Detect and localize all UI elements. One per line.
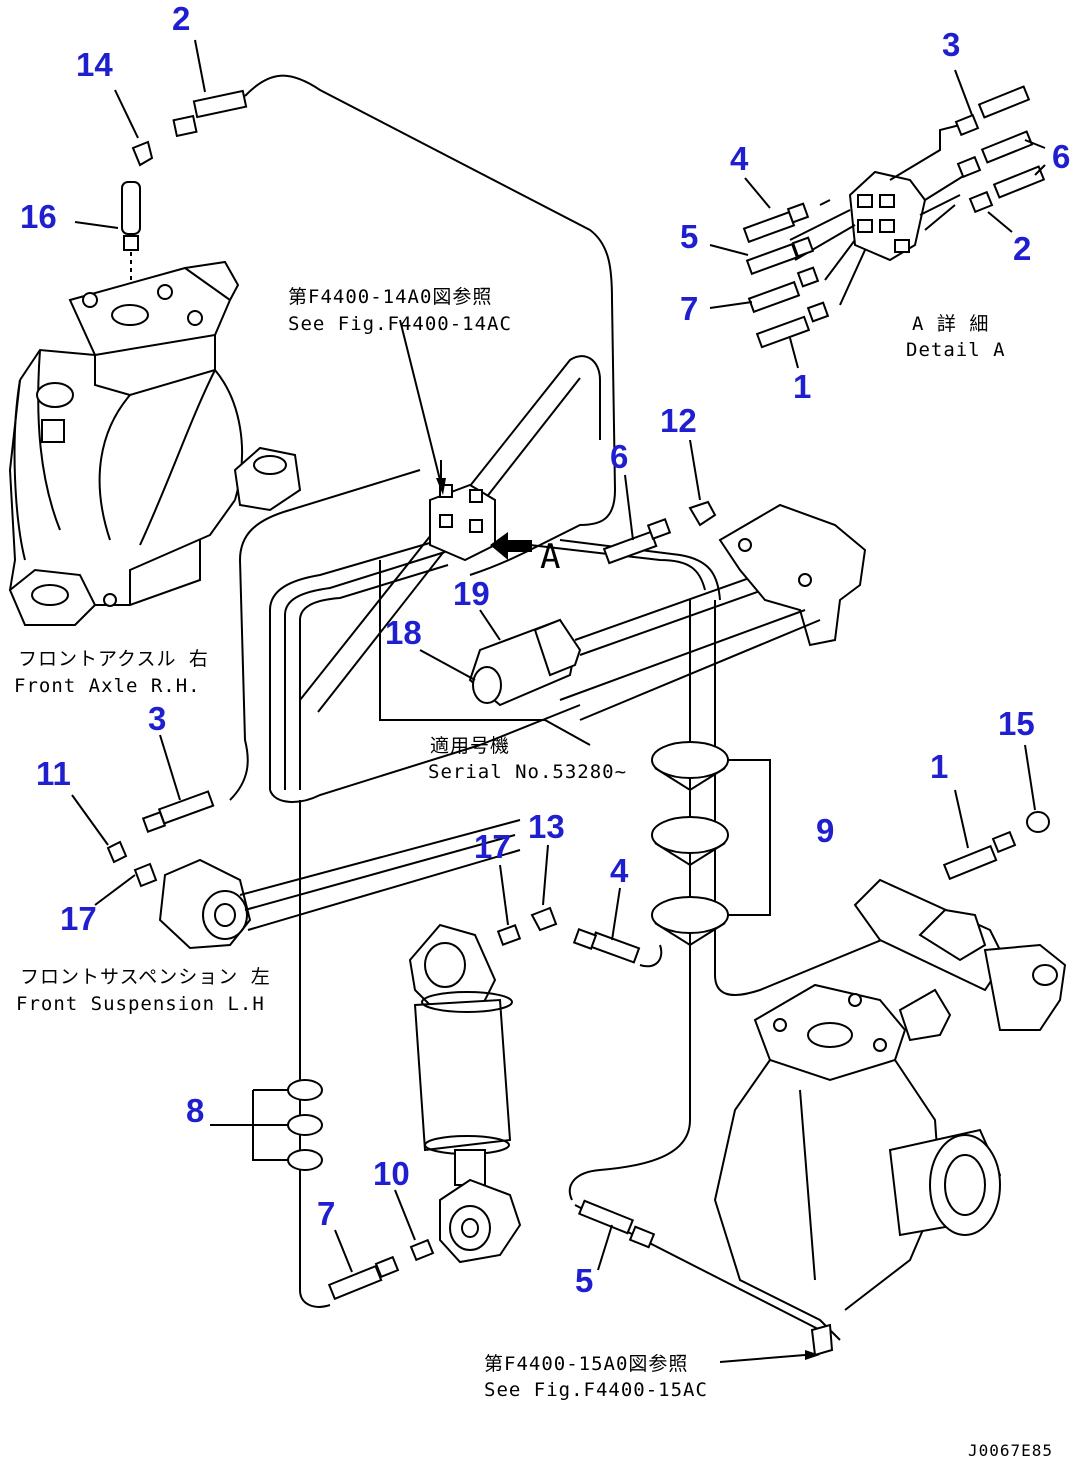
suspension-bracket [559,503,867,721]
callout-1: 1 [793,368,811,405]
serial-label-jp: 適用号機 [430,735,510,757]
reference-note-bottom-en: See Fig.F4400-15AC [484,1379,708,1401]
hose-end-1-right [942,830,1017,881]
callout-1: 1 [930,748,948,785]
reference-note-bottom-jp: 第F4400-15A0図参照 [484,1353,688,1375]
callout-17: 17 [60,900,97,937]
front-suspension-lh-drawing [158,819,521,950]
drawing-number: J0067E85 [968,1441,1053,1460]
callout-9: 9 [816,812,834,849]
valve-block-center [399,319,532,562]
annotation-notes: 第F4400-14A0図参照 See Fig.F4400-14AC A 詳 細 … [14,286,1053,1460]
shock-absorber-drawing [408,923,522,1264]
callout-12: 12 [660,402,697,439]
callout-6: 6 [610,438,628,475]
callout-4: 4 [610,852,629,889]
hose-end-5-lower [577,1199,656,1249]
elbow-fitting-13 [530,906,558,932]
clamp-group-8 [210,1079,323,1171]
fitting-10 [409,1238,435,1262]
reference-note-top-jp: 第F4400-14A0図参照 [288,286,492,308]
detail-a-hose-ends [742,85,1046,349]
callout-5: 5 [680,218,698,255]
hose-end-3-left [141,790,215,833]
callout-2: 2 [172,0,190,37]
callout-numbers: 2 14 16 3 6 4 5 2 7 1 6 12 19 18 3 11 17… [20,0,1070,1299]
front-suspension-label-en: Front Suspension L.H [16,993,265,1015]
fitting-17-left [133,862,158,888]
callout-15: 15 [998,705,1035,742]
callout-2: 2 [1013,230,1031,267]
callout-8: 8 [186,1092,204,1129]
cap-15 [1026,811,1050,833]
front-axle-label-jp: フロントアクスル 右 [18,648,209,670]
callout-7: 7 [317,1195,335,1232]
tie-rod-arm [853,878,1067,1031]
callout-18: 18 [385,614,422,651]
clamp-group-9 [651,741,771,947]
callout-17: 17 [474,828,511,865]
detail-label-en: Detail A [906,339,1006,361]
hose-routing [229,74,931,1331]
callout-13: 13 [528,808,565,845]
leader-lines [71,39,1046,1363]
front-axle-label-en: Front Axle R.H. [14,675,201,697]
callout-14: 14 [76,46,113,83]
callout-16: 16 [20,198,57,235]
pipe-fitting-16 [121,181,141,282]
reference-note-top-en: See Fig.F4400-14AC [288,313,512,335]
hose-end-6-center [602,518,672,565]
callout-6: 6 [1052,138,1070,175]
callout-11: 11 [36,755,71,792]
front-axle-rh-drawing [8,260,302,626]
fitting-11 [106,840,128,864]
hose-end-2-top [172,89,248,138]
callout-3: 3 [148,700,166,737]
callout-5: 5 [575,1262,593,1299]
view-arrow-label: A [540,537,561,577]
detail-label-jp: A 詳 細 [912,313,989,335]
hose-end-7-lower [327,1255,400,1301]
callout-7: 7 [680,290,698,327]
fitting-17-center [496,924,522,946]
elbow-fitting-12 [688,500,717,527]
callout-4: 4 [730,140,749,177]
front-axle-lh-drawing [713,983,1002,1357]
serial-label-en: Serial No.53280~ [428,761,627,783]
callout-10: 10 [373,1155,410,1192]
detail-a-valve-block [789,124,966,306]
elbow-fitting-14 [131,140,154,167]
hose-end-4-center [572,928,641,964]
front-suspension-label-jp: フロントサスペンション 左 [20,966,271,988]
callout-19: 19 [453,575,490,612]
callout-3: 3 [942,26,960,63]
